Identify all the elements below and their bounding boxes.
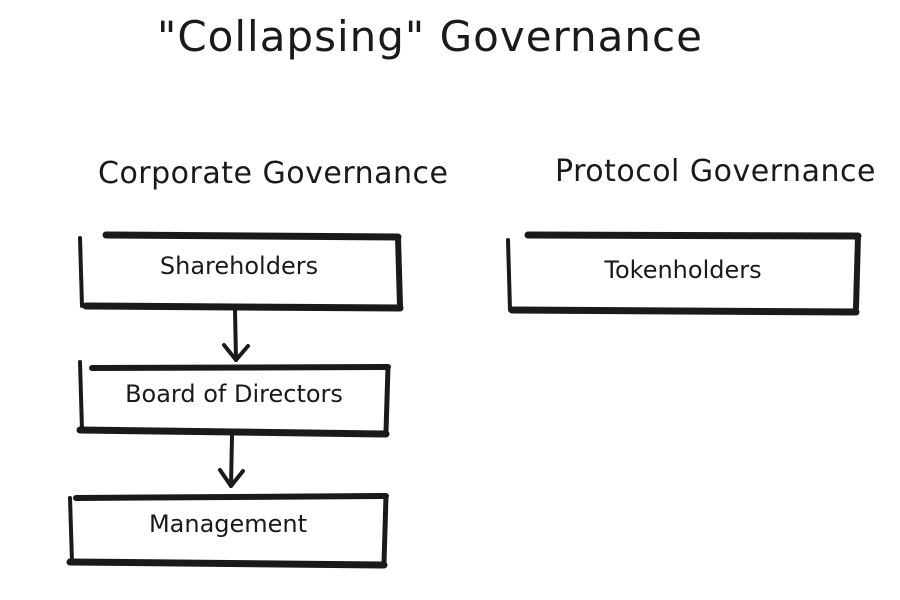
management-label: Management — [148, 510, 308, 538]
tokenholders-box — [506, 231, 862, 316]
diagram-title: "Collapsing" Governance — [157, 12, 703, 61]
shareholders-label: Shareholders — [159, 252, 319, 280]
protocol-governance-heading: Protocol Governance — [555, 154, 876, 189]
arrow-shareholders-to-board — [222, 308, 250, 362]
board-of-directors-label: Board of Directors — [125, 380, 343, 408]
shareholders-box — [78, 231, 404, 312]
corporate-governance-heading: Corporate Governance — [98, 156, 449, 191]
tokenholders-label: Tokenholders — [604, 256, 762, 284]
board-of-directors-box — [76, 360, 391, 438]
arrow-board-to-management — [218, 434, 245, 488]
management-box — [66, 493, 389, 569]
